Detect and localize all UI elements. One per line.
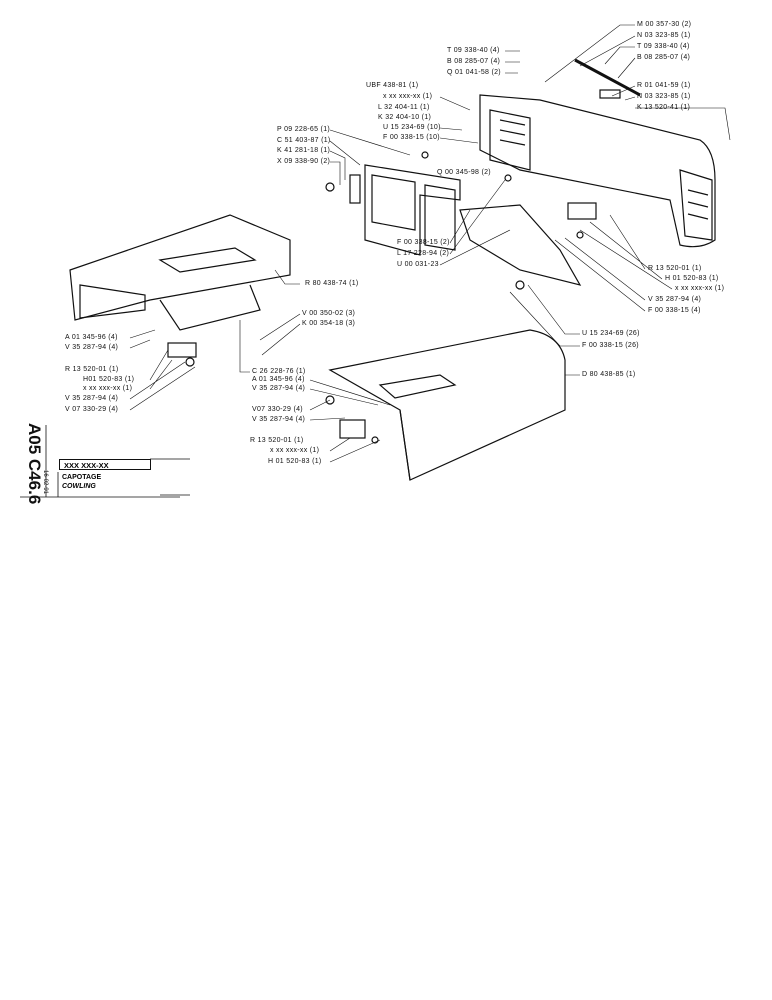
part-number-label: R 13 520-01 (1) xyxy=(65,366,119,373)
part-number-label: X 09 338-90 (2) xyxy=(277,158,331,165)
side-panel-part xyxy=(364,164,582,286)
hinge-parts xyxy=(167,58,641,444)
part-number-label: x xx xxx-xx (1) xyxy=(270,447,320,454)
part-number-label: F 00 338-15 (26) xyxy=(582,342,639,349)
part-number-label: U 15 234-69 (26) xyxy=(582,330,640,337)
drawing-date: 16-02-91 xyxy=(42,470,48,495)
part-number-label: T 09 338-40 (4) xyxy=(637,43,690,50)
part-number-label: H 01 520-83 (1) xyxy=(665,275,719,282)
part-number-label: B 08 285-07 (4) xyxy=(447,58,501,65)
part-number-label: F 00 338-15 (2) xyxy=(397,239,450,246)
part-number-label: x xx xxx-xx (1) xyxy=(383,93,433,100)
part-number-label: K 13 520-41 (1) xyxy=(637,104,691,111)
part-number-label: Q 00 345-98 (2) xyxy=(437,169,491,176)
front-hood-part xyxy=(69,214,291,331)
part-number-label: M 00 357-30 (2) xyxy=(637,21,692,28)
title-block-title-fr: CAPOTAGE xyxy=(62,474,102,481)
part-number-label: V 00 350-02 (3) xyxy=(302,310,356,317)
part-number-label: R 13 520-01 (1) xyxy=(648,265,702,272)
part-number-label: Q 01 041-58 (2) xyxy=(447,69,501,76)
part-number-label: P 09 228-65 (1) xyxy=(277,126,331,133)
part-number-label: C 26 228-76 (1) xyxy=(252,368,306,375)
part-number-label: K 41 281-18 (1) xyxy=(277,147,331,154)
part-number-label: U 00 031-23 xyxy=(397,261,439,268)
title-block-lines xyxy=(20,425,190,498)
part-number-label: V 35 287-94 (4) xyxy=(648,296,702,303)
lower-cowl-part xyxy=(328,329,566,481)
rear-hood-part xyxy=(479,94,716,248)
part-number-label: V07 330-29 (4) xyxy=(252,406,303,413)
part-number-label: L 32 404-11 (1) xyxy=(378,104,430,111)
part-number-label: C 51 403-87 (1) xyxy=(277,137,331,144)
part-number-label: V 35 287-94 (4) xyxy=(65,395,119,402)
part-number-label: x xx xxx-xx (1) xyxy=(83,385,133,392)
part-number-label: V 35 287-94 (4) xyxy=(252,416,306,423)
part-number-label: A 01 345-96 (4) xyxy=(65,334,118,341)
part-number-label: N 03 323-85 (1) xyxy=(637,93,691,100)
title-block-title-en: COWLING xyxy=(62,483,96,490)
part-number-label: UBF 438-81 (1) xyxy=(366,82,419,89)
part-number-label: D 80 438-85 (1) xyxy=(582,371,636,378)
part-number-label: K 32 404-10 (1) xyxy=(378,114,432,121)
leader-lines xyxy=(129,24,731,463)
part-number-label: V 35 287-94 (4) xyxy=(252,385,306,392)
part-number-label: V 35 287-94 (4) xyxy=(65,344,119,351)
part-number-label: N 03 323-85 (1) xyxy=(637,32,691,39)
title-block-reference: XXX XXX-XX xyxy=(59,459,151,470)
part-number-label: R 13 520-01 (1) xyxy=(250,437,304,444)
part-number-label: R 80 438-74 (1) xyxy=(305,280,359,287)
part-number-label: U 15 234-69 (10) xyxy=(383,124,441,131)
part-number-label: A 01 345-96 (4) xyxy=(252,376,305,383)
part-number-label: B 08 285-07 (4) xyxy=(637,54,691,61)
part-number-label: F 00 338-15 (4) xyxy=(648,307,701,314)
part-number-label: T 09 338-40 (4) xyxy=(447,47,500,54)
drawing-code-text: A05 C46.6 xyxy=(25,423,44,505)
part-number-label: F 00 338-15 (10) xyxy=(383,134,440,141)
part-number-label: R 01 041-59 (1) xyxy=(637,82,691,89)
part-number-label: V 07 330-29 (4) xyxy=(65,406,119,413)
part-number-label: H 01 520-83 (1) xyxy=(268,458,322,465)
part-number-label: L 17 228-94 (2) xyxy=(397,250,450,257)
part-number-label: K 00 354-18 (3) xyxy=(302,320,356,327)
part-number-label: x xx xxx-xx (1) xyxy=(675,285,725,292)
part-number-label: H01 520-83 (1) xyxy=(83,376,135,383)
